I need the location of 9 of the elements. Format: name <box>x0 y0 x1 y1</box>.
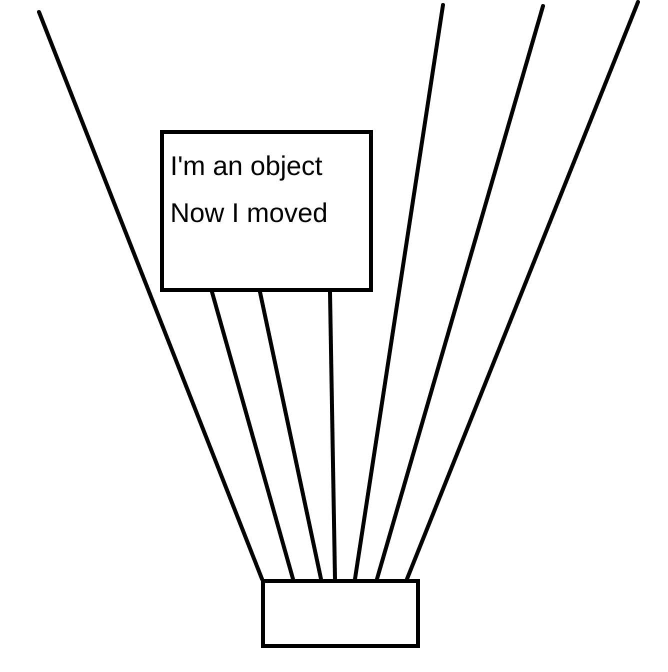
object-box: I'm an object Now I moved <box>160 130 373 292</box>
beam-line <box>328 290 337 581</box>
beam-line <box>375 4 545 581</box>
beam-line <box>258 290 323 581</box>
beam-line <box>210 290 295 581</box>
beam-line <box>353 3 445 581</box>
sensor-box <box>261 579 420 648</box>
beam-line <box>405 0 640 581</box>
beam-line <box>37 10 264 581</box>
